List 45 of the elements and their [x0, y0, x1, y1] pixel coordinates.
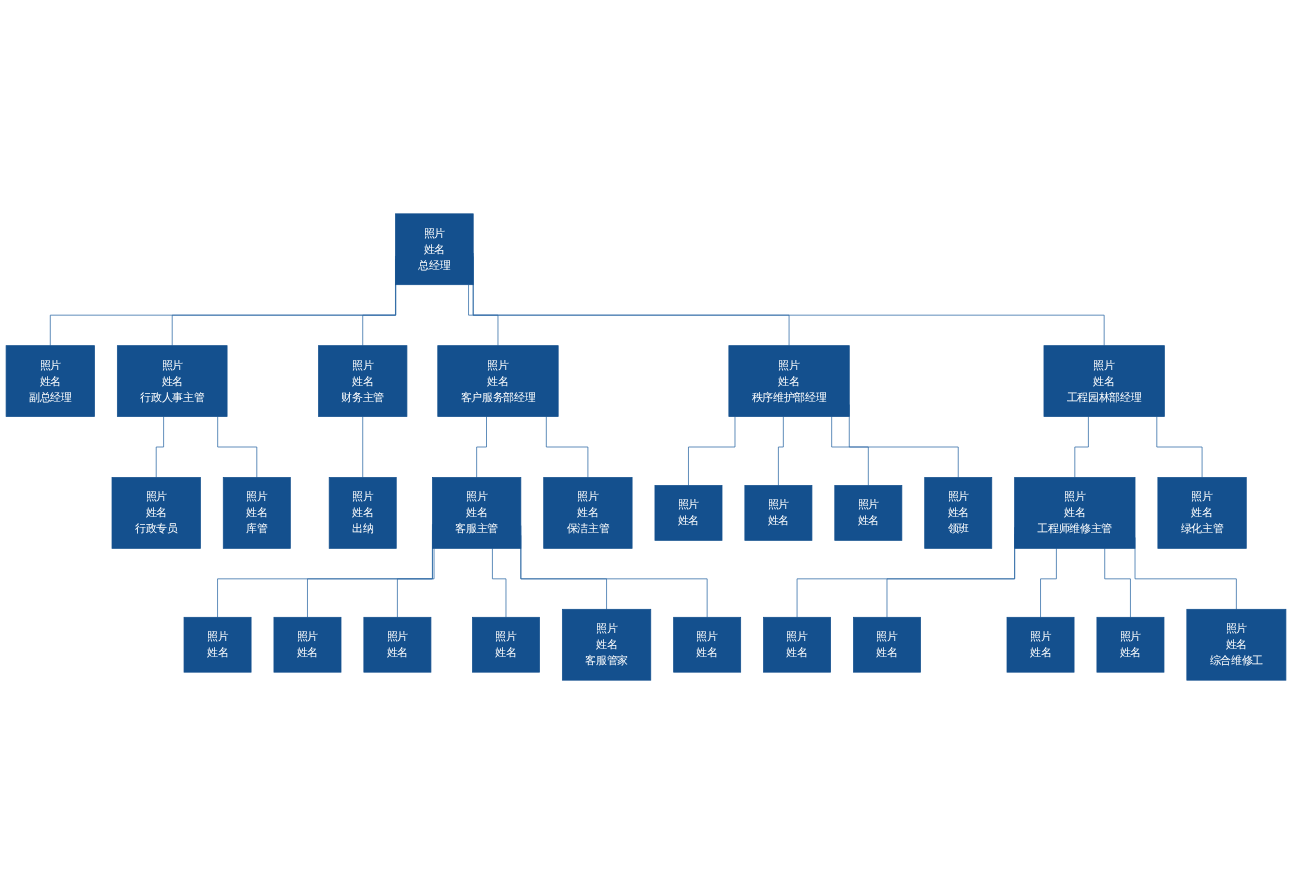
- node-box: 照片 姓名 领班: [924, 477, 993, 549]
- node-box: 照片 姓名 综合维修工: [1186, 608, 1287, 681]
- connector: [468, 284, 499, 347]
- node-box: 照片 姓名: [472, 616, 540, 673]
- node-box: 照片 姓名: [853, 616, 921, 673]
- connector: [1074, 416, 1089, 478]
- node-box: 照片 姓名: [273, 616, 342, 673]
- connector: [397, 547, 435, 618]
- node-box: 照片 姓名 行政专员: [111, 477, 201, 549]
- connector: [778, 416, 784, 486]
- node-box: 照片 姓名 库管: [222, 477, 291, 549]
- node-box: 照片 姓名: [673, 616, 742, 673]
- node-box: 照片 姓名 客服管家: [562, 608, 652, 681]
- node-box: 照片 姓名: [1006, 616, 1075, 673]
- connector: [1104, 547, 1131, 618]
- connector: [362, 284, 397, 347]
- node-box: 照片 姓名 副总经理: [5, 345, 95, 417]
- node-box: 照片 姓名 绿化主管: [1157, 477, 1247, 549]
- node-box: 照片 姓名 工程园林部经理: [1043, 345, 1165, 417]
- node-box: 照片 姓名 保洁主管: [543, 477, 633, 549]
- connector: [1040, 547, 1057, 618]
- node-box: 照片 姓名: [763, 616, 831, 673]
- node-box: 照片 姓名: [183, 616, 252, 673]
- connector: [217, 416, 258, 478]
- node-box: 照片 姓名: [834, 485, 903, 541]
- node-box: 照片 姓名: [744, 485, 813, 541]
- connector: [1156, 416, 1203, 478]
- node-box: 照片 姓名 总经理: [395, 213, 474, 286]
- connector: [155, 416, 164, 478]
- node-box: 照片 姓名: [363, 616, 432, 673]
- node-box: 照片 姓名 行政人事主管: [116, 345, 228, 417]
- connector: [476, 416, 487, 478]
- connector: [831, 416, 869, 486]
- node-box: 照片 姓名 秩序维护部经理: [728, 345, 850, 417]
- node-box: 照片 姓名 财务主管: [318, 345, 408, 417]
- node-box: 照片 姓名: [654, 485, 723, 541]
- connector: [492, 547, 507, 618]
- connector: [688, 416, 736, 486]
- connector: [545, 416, 589, 478]
- node-box: 照片 姓名: [1096, 616, 1165, 673]
- node-box: 照片 姓名 工程师维修主管: [1014, 477, 1136, 549]
- node-box: 照片 姓名 出纳: [328, 477, 397, 549]
- node-box: 照片 姓名 客户服务部经理: [437, 345, 559, 417]
- connector: [362, 416, 364, 478]
- node-box: 照片 姓名 客服主管: [432, 477, 522, 549]
